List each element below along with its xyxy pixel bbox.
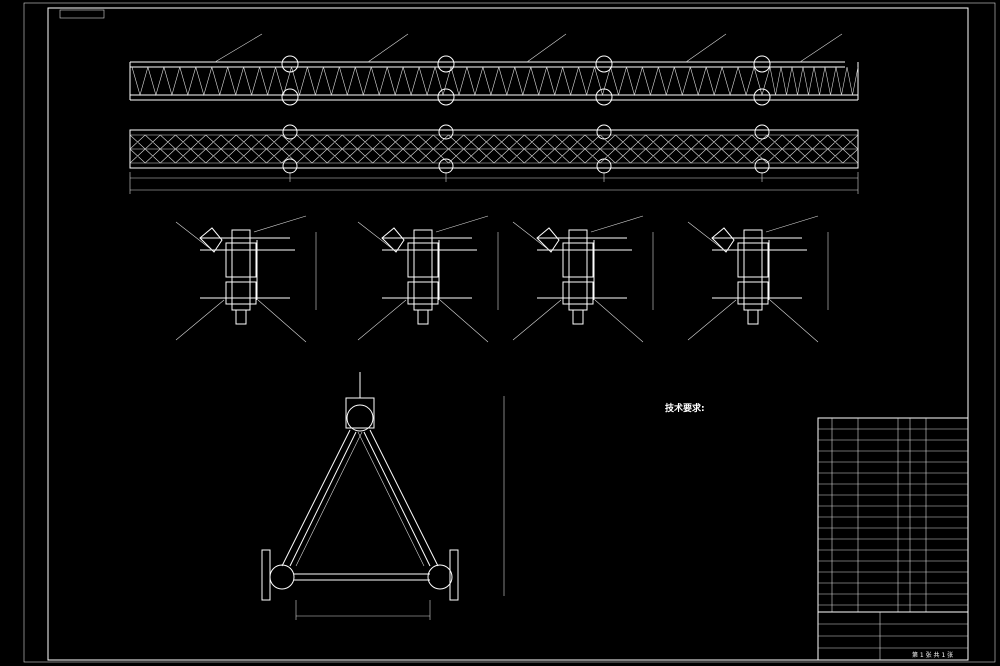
title-block: 第 1 张 共 1 张: [817, 611, 969, 661]
truss-elevation-view: [129, 33, 859, 106]
parts-list-table: [817, 417, 969, 613]
joint-detail-4: [687, 215, 829, 343]
tech-requirements-title: 技术要求:: [665, 402, 705, 414]
inner-border: [47, 7, 969, 661]
tech-requirements: 技术要求:: [665, 402, 705, 414]
truss-cross-section: [261, 372, 505, 620]
joint-detail-2: [357, 215, 499, 343]
drawing-number-box: [59, 9, 105, 19]
joint-detail-1: [175, 215, 317, 343]
truss-plan-view: [129, 124, 859, 194]
joint-detail-3: [512, 215, 654, 343]
sheet-count: 第 1 张 共 1 张: [912, 651, 953, 659]
outer-border: [23, 2, 996, 663]
